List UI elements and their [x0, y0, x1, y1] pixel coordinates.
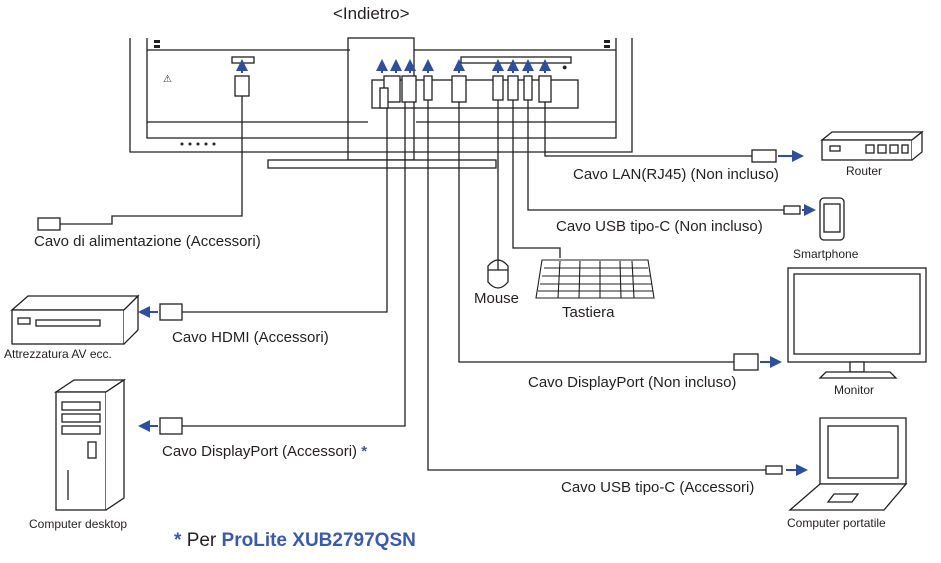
router-label: Router	[846, 164, 883, 178]
usb-a-plug-icon	[492, 75, 504, 101]
monitor-label: Monitor	[834, 383, 875, 397]
dp-in-asterisk: *	[361, 443, 368, 460]
footnote: * Per ProLite XUB2797QSN	[174, 530, 416, 552]
desktop-label: Computer desktop	[29, 517, 128, 531]
av-equipment-icon	[10, 294, 140, 345]
dp-out-cable-label: Cavo DisplayPort (Non incluso)	[528, 374, 737, 391]
monitor-back-icon: ⚠ ●	[129, 37, 633, 169]
displayport-plug-icon	[451, 75, 467, 103]
keyboard-label: Tastiera	[562, 304, 615, 321]
usbc-out-cable-label: Cavo USB tipo-C (Non incluso)	[556, 218, 763, 235]
mouse-icon	[487, 258, 509, 289]
usb-c-plug-icon	[523, 75, 533, 101]
svg-text:●: ●	[562, 62, 567, 72]
displayport-plug-icon	[401, 75, 417, 103]
rj45-plug-icon	[751, 149, 777, 163]
laptop-label: Computer portatile	[787, 516, 886, 530]
device-arrows	[138, 150, 816, 476]
usbc-in-cable-label: Cavo USB tipo-C (Accessori)	[561, 479, 755, 496]
desktop-computer-icon	[53, 378, 127, 511]
smartphone-icon	[819, 197, 845, 241]
usb-c-plug-icon	[783, 205, 801, 215]
hdmi-cable-label: Cavo HDMI (Accessori)	[172, 329, 329, 346]
power-plug-icon	[234, 75, 250, 97]
usb-c-plug-icon	[765, 465, 783, 475]
laptop-icon	[788, 417, 908, 511]
hdmi-plug-icon	[159, 303, 183, 321]
svg-text:⚠: ⚠	[163, 74, 172, 85]
back-view-title: <Indietro>	[333, 4, 410, 23]
end-connectors	[37, 149, 801, 475]
smartphone-label: Smartphone	[793, 247, 859, 261]
cable-lines	[60, 96, 784, 471]
lan-cable-label: Cavo LAN(RJ45) (Non incluso)	[573, 166, 779, 183]
power-plug-icon	[37, 217, 61, 231]
external-monitor-icon	[787, 267, 927, 379]
footnote-model: ProLite XUB2797QSN	[221, 530, 416, 551]
power-cable-label: Cavo di alimentazione (Accessori)	[34, 233, 261, 250]
footnote-prefix: Per	[186, 530, 217, 551]
usb-c-plug-icon	[423, 75, 433, 101]
av-equipment-label: Attrezzatura AV ecc.	[4, 347, 112, 361]
keyboard-icon	[535, 259, 655, 299]
port-arrows	[236, 59, 551, 73]
footnote-asterisk: *	[174, 530, 182, 551]
dp-in-cable-label: Cavo DisplayPort (Accessori) *	[162, 443, 367, 460]
dp-in-cable-text: Cavo DisplayPort (Accessori)	[162, 443, 358, 460]
displayport-plug-icon	[733, 353, 759, 371]
rj45-plug-icon	[538, 75, 552, 103]
usb-a-plug-icon	[507, 75, 519, 101]
mouse-label: Mouse	[474, 290, 520, 307]
displayport-plug-icon	[159, 417, 183, 435]
router-icon	[820, 130, 924, 161]
plugs	[234, 75, 552, 109]
